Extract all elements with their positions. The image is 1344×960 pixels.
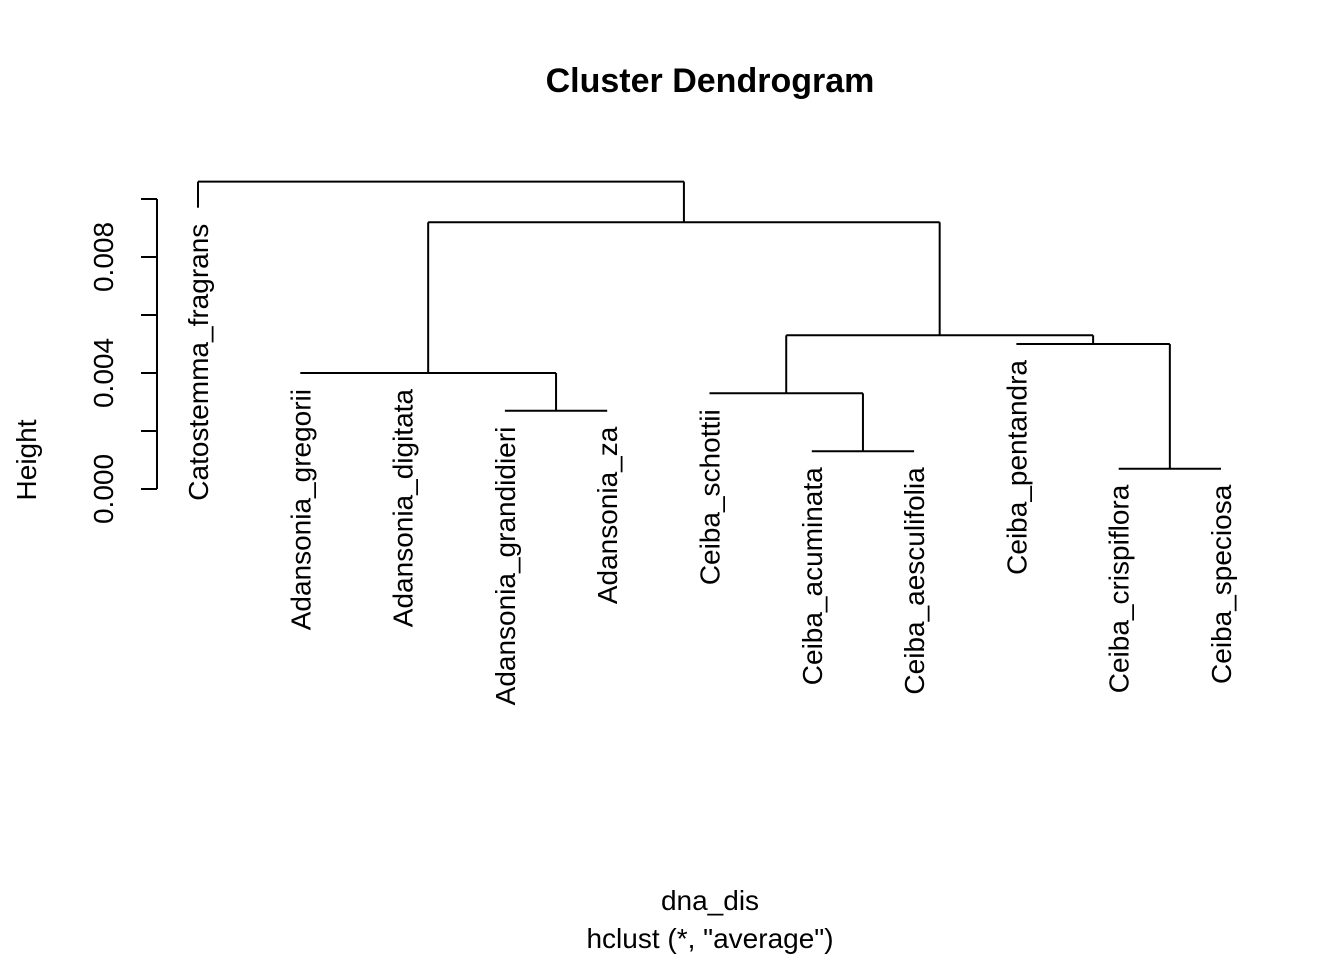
- leaf-label: Ceiba_schottii: [695, 409, 726, 585]
- y-axis-label: Height: [11, 419, 42, 500]
- leaf-label: Catostemma_fragrans: [183, 224, 214, 501]
- x-axis-sublabel: hclust (*, "average"): [586, 923, 833, 954]
- y-axis: 0.000 0.004 0.008: [88, 198, 158, 524]
- leaf-label: Adansonia_za: [592, 426, 623, 604]
- y-tick-label: 0.000: [88, 454, 119, 524]
- y-tick-label: 0.004: [88, 338, 119, 408]
- leaf-label: Ceiba_speciosa: [1206, 484, 1237, 684]
- chart-title: Cluster Dendrogram: [546, 62, 875, 100]
- leaf-label: Ceiba_crispiflora: [1104, 484, 1135, 693]
- leaf-label: Ceiba_acuminata: [797, 467, 828, 685]
- dendrogram-tree: [197, 180, 1221, 470]
- leaf-label: Ceiba_pentandra: [1001, 360, 1032, 575]
- leaf-label: Ceiba_aesculifolia: [899, 467, 930, 695]
- leaf-label: Adansonia_grandidieri: [490, 427, 521, 706]
- leaf-label: Adansonia_gregorii: [285, 389, 316, 630]
- leaf-label: Adansonia_digitata: [388, 389, 419, 628]
- y-tick-label: 0.008: [88, 222, 119, 292]
- x-axis-label: dna_dis: [661, 885, 759, 916]
